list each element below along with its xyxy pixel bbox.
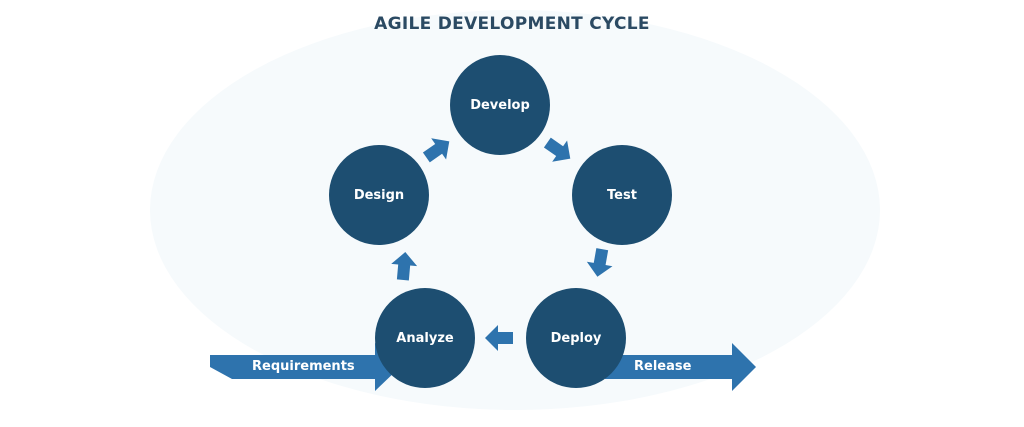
stage-develop-label: Develop bbox=[470, 97, 530, 113]
arrow-develop-to-test bbox=[543, 137, 571, 162]
stage-design-label: Design bbox=[353, 187, 405, 203]
stage-develop: Develop bbox=[450, 55, 550, 155]
arrow-test-to-deploy bbox=[586, 248, 613, 277]
arrow-design-to-develop bbox=[422, 138, 450, 163]
stage-test-label: Test bbox=[607, 187, 637, 203]
stage-analyze: Analyze bbox=[375, 288, 475, 388]
release-label: Release bbox=[634, 359, 692, 374]
diagram-title: AGILE DEVELOPMENT CYCLE bbox=[374, 14, 650, 34]
arrow-deploy-to-analyze bbox=[485, 325, 513, 351]
arrow-analyze-to-design bbox=[391, 252, 418, 281]
requirements-label: Requirements bbox=[252, 359, 355, 374]
stage-deploy: Deploy bbox=[526, 288, 626, 388]
stage-design: Design bbox=[329, 145, 429, 245]
stage-deploy-label: Deploy bbox=[550, 330, 602, 346]
release-arrow bbox=[605, 343, 756, 391]
requirements-arrow bbox=[210, 343, 400, 391]
stage-analyze-label: Analyze bbox=[396, 330, 454, 346]
stage-test: Test bbox=[572, 145, 672, 245]
